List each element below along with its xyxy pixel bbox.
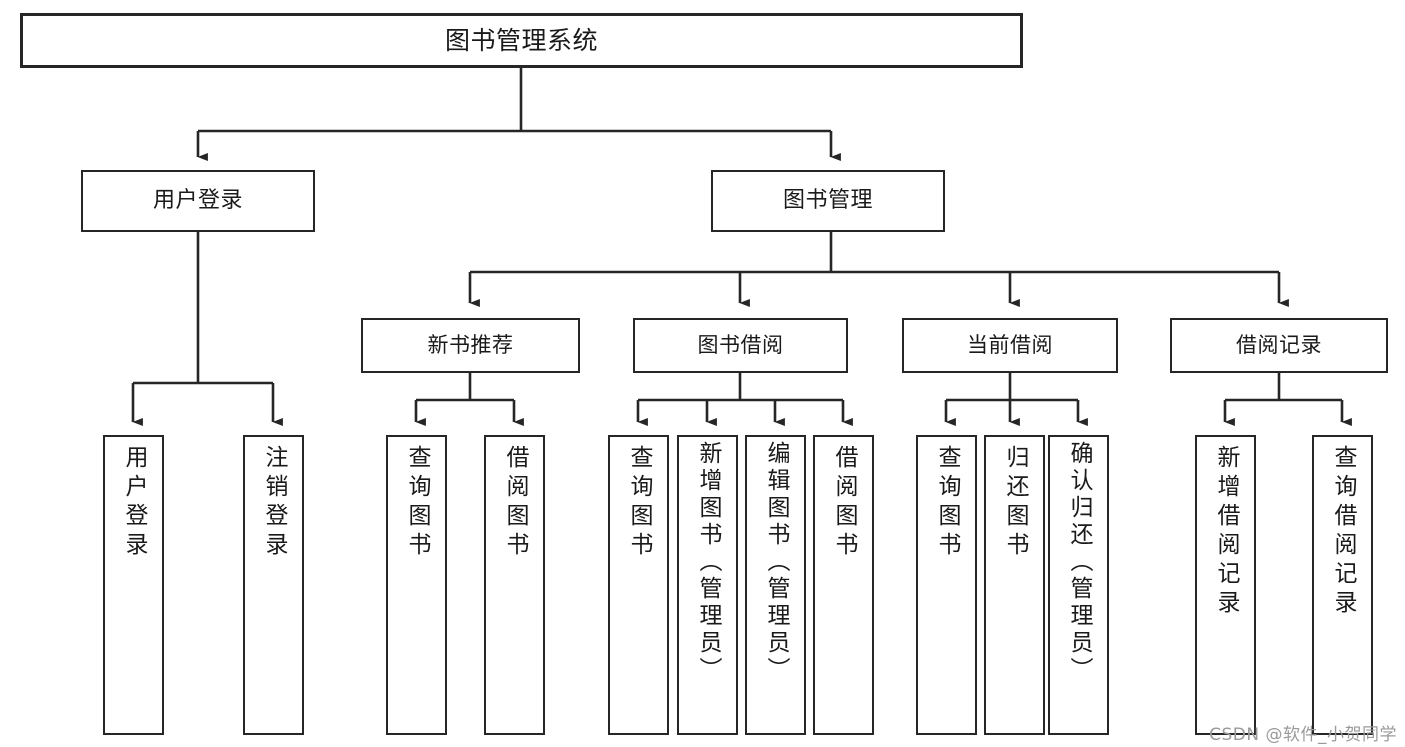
node-label: 用户登录 [152, 188, 243, 214]
node-label: 查询图书 [934, 445, 960, 561]
node-new-book-recommend[interactable]: 新书推荐 [361, 318, 580, 373]
node-label: 图书管理系统 [444, 25, 598, 55]
node-book-borrow[interactable]: 图书借阅 [633, 318, 848, 373]
node-label: 借阅图书 [502, 445, 528, 561]
node-label: 查询借阅记录 [1330, 445, 1356, 619]
node-label: 当前借阅 [967, 333, 1053, 358]
node-label: 确认归还（管理员） [1066, 441, 1092, 684]
csdn-watermark: CSDN @软件_小贺同学 [1209, 725, 1397, 745]
node-label: 借阅记录 [1236, 333, 1322, 358]
leaf-query-borrow-record[interactable]: 查询借阅记录 [1312, 435, 1373, 735]
node-user-login[interactable]: 用户登录 [81, 170, 315, 232]
node-label: 用户登录 [121, 445, 147, 561]
node-label: 图书管理 [782, 188, 873, 214]
node-label: 新增图书（管理员） [695, 441, 721, 684]
leaf-user-login[interactable]: 用户登录 [103, 435, 164, 735]
node-label: 归还图书 [1002, 445, 1028, 561]
node-label: 新书推荐 [427, 333, 514, 358]
node-label: 注销登录 [261, 445, 287, 561]
leaf-add-book-admin[interactable]: 新增图书（管理员） [677, 435, 738, 735]
leaf-query-book-borrow[interactable]: 查询图书 [608, 435, 669, 735]
leaf-borrow-book-recommend[interactable]: 借阅图书 [484, 435, 545, 735]
node-borrow-record[interactable]: 借阅记录 [1170, 318, 1388, 373]
leaf-edit-book-admin[interactable]: 编辑图书（管理员） [745, 435, 806, 735]
node-current-borrow[interactable]: 当前借阅 [902, 318, 1118, 373]
leaf-user-logout[interactable]: 注销登录 [243, 435, 304, 735]
leaf-query-book-current[interactable]: 查询图书 [916, 435, 977, 735]
leaf-query-book-recommend[interactable]: 查询图书 [386, 435, 447, 735]
leaf-confirm-return-admin[interactable]: 确认归还（管理员） [1048, 435, 1109, 735]
node-label: 查询图书 [626, 445, 652, 561]
leaf-borrow-book[interactable]: 借阅图书 [813, 435, 874, 735]
node-label: 查询图书 [404, 445, 430, 561]
node-label: 图书借阅 [697, 333, 784, 358]
leaf-return-book[interactable]: 归还图书 [984, 435, 1045, 735]
leaf-add-borrow-record[interactable]: 新增借阅记录 [1195, 435, 1256, 735]
node-book-management[interactable]: 图书管理 [711, 170, 945, 232]
node-label: 新增借阅记录 [1213, 445, 1239, 619]
node-root-system[interactable]: 图书管理系统 [20, 13, 1023, 68]
node-label: 编辑图书（管理员） [763, 441, 789, 684]
node-label: 借阅图书 [831, 445, 857, 561]
